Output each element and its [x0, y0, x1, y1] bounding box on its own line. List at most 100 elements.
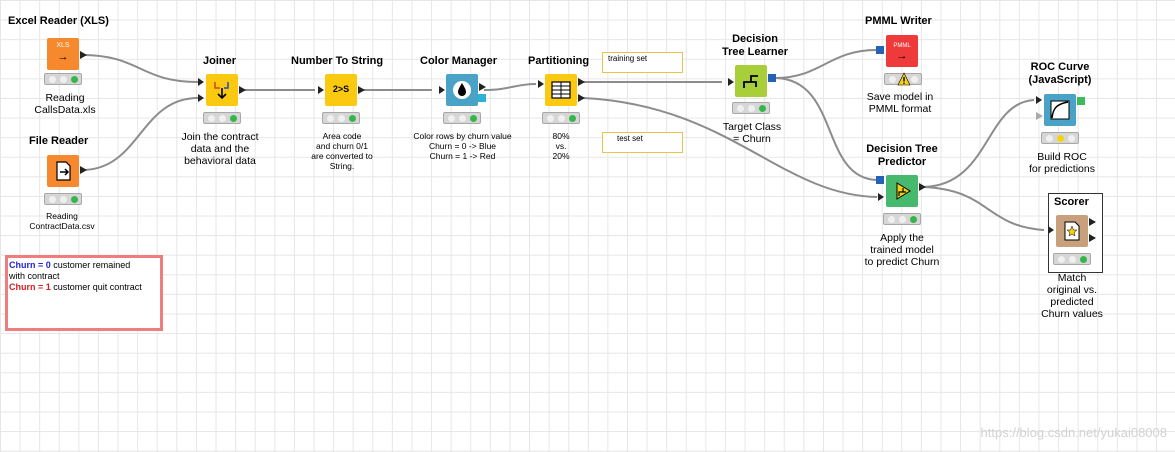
- arrow-right-icon: →: [57, 51, 69, 63]
- xls-icon: XLS: [56, 42, 70, 49]
- wire-colormgr-to-partitioning: [483, 83, 537, 91]
- excel-reader-node[interactable]: XLS →: [47, 38, 79, 70]
- decision-tree-predictor-model-port[interactable]: [876, 176, 884, 184]
- wire-predictor-to-scorer: [923, 186, 1045, 231]
- pmml-writer-title: PMML Writer: [865, 15, 932, 27]
- document-icon: [56, 161, 71, 181]
- tree-learner-icon: [743, 75, 758, 88]
- decision-tree-learner-input-port[interactable]: [728, 78, 734, 86]
- excel-reader-status: [44, 73, 82, 85]
- scorer-icon: [1064, 221, 1080, 241]
- test-set-annotation[interactable]: test set: [602, 132, 683, 153]
- decision-tree-learner-node[interactable]: [735, 65, 767, 97]
- number-to-string-status: [322, 112, 360, 124]
- decision-tree-predictor-node[interactable]: [886, 175, 918, 207]
- scorer-output-port-1[interactable]: [1089, 218, 1096, 226]
- scorer-title: Scorer: [1054, 196, 1089, 208]
- roc-curve-node[interactable]: [1044, 94, 1076, 126]
- decision-tree-predictor-status: [883, 213, 921, 225]
- roc-curve-title: ROC Curve(JavaScript): [1028, 61, 1092, 86]
- arrow-right-icon: →: [896, 50, 908, 62]
- color-manager-node[interactable]: [446, 74, 478, 106]
- churn-legend-annotation[interactable]: Churn = 0 customer remained with contrac…: [5, 255, 163, 331]
- legend-churn-1-text: customer quit contract: [50, 282, 142, 292]
- scorer-status: [1053, 253, 1091, 265]
- color-manager-input-port[interactable]: [439, 86, 445, 94]
- decision-tree-predictor-input-port[interactable]: [878, 193, 884, 201]
- partition-table-icon: [551, 81, 571, 99]
- partitioning-node[interactable]: [545, 74, 577, 106]
- watermark: https://blog.csdn.net/yukai08008: [980, 425, 1167, 440]
- legend-churn-0-text: customer remained: [50, 260, 131, 270]
- excel-reader-output-port[interactable]: [80, 51, 87, 59]
- number-to-string-icon: 2>S: [332, 84, 350, 94]
- excel-reader-title: Excel Reader (XLS): [8, 15, 109, 27]
- file-reader-title: File Reader: [29, 135, 89, 147]
- number-to-string-output-port[interactable]: [358, 86, 365, 94]
- tree-predictor-icon: [896, 182, 911, 200]
- joiner-input-port-2[interactable]: [198, 94, 204, 102]
- scorer-node[interactable]: [1056, 215, 1088, 247]
- pmml-writer-node[interactable]: PMML →: [886, 35, 918, 67]
- training-set-annotation[interactable]: training set: [602, 52, 683, 73]
- decision-tree-predictor-output-port[interactable]: [919, 183, 926, 191]
- joiner-status: [203, 112, 241, 124]
- partitioning-status: [542, 112, 580, 124]
- decision-tree-learner-status: [732, 102, 770, 114]
- wire-learner-to-predictor: [775, 77, 878, 181]
- pmml-icon: PMML: [893, 43, 911, 49]
- file-reader-status: [44, 193, 82, 205]
- color-manager-output-port[interactable]: [479, 83, 486, 91]
- wire-learner-to-pmml: [775, 49, 877, 79]
- file-reader-output-port[interactable]: [80, 166, 87, 174]
- joiner-node[interactable]: [206, 74, 238, 106]
- legend-churn-1-key: Churn = 1: [9, 282, 51, 292]
- pmml-writer-status: [884, 72, 922, 86]
- partitioning-output-port-train[interactable]: [578, 78, 585, 86]
- wire-excel-to-joiner: [81, 54, 199, 83]
- number-to-string-input-port[interactable]: [318, 86, 324, 94]
- color-drop-icon: [453, 81, 471, 99]
- pmml-writer-input-port[interactable]: [876, 46, 884, 54]
- wire-file-to-joiner: [81, 97, 199, 171]
- roc-curve-input-port[interactable]: [1036, 96, 1042, 104]
- color-manager-title: Color Manager: [420, 55, 498, 67]
- decision-tree-learner-model-port[interactable]: [768, 74, 776, 82]
- roc-curve-status: [1041, 132, 1079, 144]
- joiner-output-port[interactable]: [239, 86, 246, 94]
- legend-churn-0-text-cont: with contract: [9, 271, 60, 281]
- scorer-output-port-2[interactable]: [1089, 234, 1096, 242]
- color-manager-status: [443, 112, 481, 124]
- joiner-input-port-1[interactable]: [198, 78, 204, 86]
- color-manager-model-port[interactable]: [478, 94, 486, 102]
- partitioning-title: Partitioning: [528, 55, 590, 67]
- number-to-string-node[interactable]: 2>S: [325, 74, 357, 106]
- file-reader-node[interactable]: [47, 155, 79, 187]
- wire-predictor-to-roc: [923, 99, 1035, 188]
- joiner-title: Joiner: [203, 55, 237, 67]
- partitioning-desc: 80%vs.20%: [552, 131, 570, 161]
- legend-churn-0-key: Churn = 0: [9, 260, 51, 270]
- roc-curve-view-port[interactable]: [1077, 97, 1085, 105]
- partitioning-output-port-test[interactable]: [578, 94, 585, 102]
- roc-chart-icon: [1050, 100, 1070, 120]
- number-to-string-title: Number To String: [291, 55, 384, 67]
- scorer-input-port[interactable]: [1048, 226, 1054, 234]
- partitioning-input-port[interactable]: [538, 80, 544, 88]
- decision-tree-learner-desc: Target Class= Churn: [722, 121, 782, 145]
- join-icon: [214, 82, 229, 100]
- wire-partition-test-to-predictor: [582, 97, 878, 198]
- roc-curve-optional-input-port[interactable]: [1036, 112, 1043, 120]
